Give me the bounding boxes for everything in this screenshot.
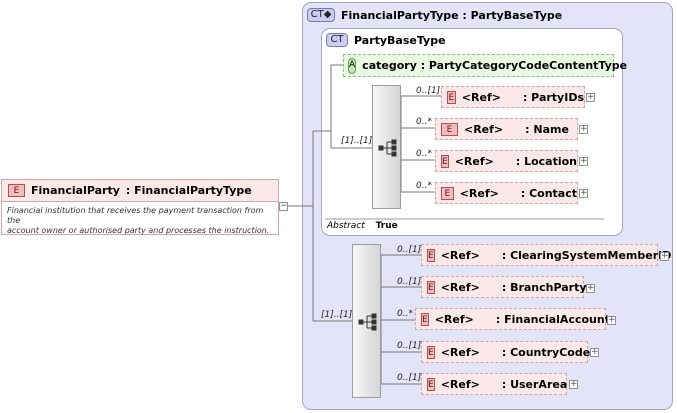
element-country-code[interactable]: E <Ref> : CountryCode bbox=[421, 341, 591, 363]
collapse-icon[interactable]: − bbox=[279, 201, 288, 211]
complex-type-badge: CT bbox=[326, 33, 348, 47]
element-badge: E bbox=[421, 312, 429, 326]
element-branch-party[interactable]: E <Ref> : BranchParty bbox=[421, 276, 587, 298]
element-name-label: : CountryCode bbox=[501, 345, 591, 359]
description-line: Financial institution that receives the … bbox=[7, 206, 264, 225]
root-element-name: FinancialParty bbox=[31, 184, 120, 197]
element-ref: <Ref> bbox=[440, 345, 480, 359]
inner-sequence[interactable] bbox=[372, 85, 401, 209]
element-badge: E bbox=[427, 345, 435, 359]
element-cardinality: 0..[1] bbox=[397, 245, 422, 255]
element-name-label: : Contact bbox=[520, 186, 577, 200]
element-cardinality: 0..[1] bbox=[397, 373, 422, 383]
element-name: : PartyIDs bbox=[522, 90, 584, 104]
element-badge: E bbox=[441, 122, 458, 136]
element-ref: <Ref> bbox=[440, 377, 480, 391]
element-financial-account[interactable]: E <Ref> : FinancialAccount bbox=[415, 308, 610, 330]
element-badge: E bbox=[427, 280, 435, 294]
abstract-label: Abstract bbox=[327, 221, 365, 231]
element-cardinality: 0..* bbox=[416, 181, 432, 191]
element-badge: E bbox=[8, 184, 25, 197]
inner-type-header: CT PartyBaseType bbox=[326, 33, 446, 47]
outer-type-header: CT◆ FinancialPartyType : PartyBaseType bbox=[307, 8, 562, 22]
element-name-label: : Location bbox=[515, 154, 577, 168]
element-cardinality: 0..[1] bbox=[397, 341, 422, 351]
inner-sequence-cardinality: [1]..[1] bbox=[341, 136, 373, 146]
element-name[interactable]: E <Ref> : Name bbox=[435, 118, 578, 140]
expand-arrow-icon: ◆ bbox=[323, 9, 332, 20]
element-badge: E bbox=[441, 186, 454, 200]
expand-icon[interactable]: + bbox=[607, 315, 616, 325]
inner-type-title: PartyBaseType bbox=[354, 33, 446, 47]
element-ref: <Ref> bbox=[459, 186, 499, 200]
expand-icon[interactable]: + bbox=[579, 188, 588, 198]
outer-type-title: FinancialPartyType : PartyBaseType bbox=[341, 8, 563, 22]
element-badge: E bbox=[441, 154, 449, 168]
element-contact[interactable]: E <Ref> : Contact bbox=[435, 182, 578, 204]
element-ref: <Ref> bbox=[440, 280, 480, 294]
outer-sequence[interactable] bbox=[352, 244, 381, 398]
financial-party-element[interactable]: E FinancialParty : FinancialPartyType Fi… bbox=[1, 179, 279, 235]
element-cardinality: 0..[1] bbox=[397, 277, 422, 287]
root-element-header: E FinancialParty : FinancialPartyType bbox=[2, 180, 278, 202]
element-badge: E bbox=[427, 377, 435, 391]
element-user-area[interactable]: E <Ref> : UserArea bbox=[421, 373, 567, 395]
element-cardinality: 0..* bbox=[416, 117, 432, 127]
expand-icon[interactable]: + bbox=[590, 347, 599, 357]
abstract-value: True bbox=[375, 221, 398, 231]
element-cardinality: 0..* bbox=[397, 309, 413, 319]
element-name-label: : UserArea bbox=[501, 377, 568, 391]
attribute-badge: A bbox=[348, 57, 357, 74]
element-ref: <Ref> bbox=[434, 312, 474, 326]
element-name-label: : ClearingSystemMemberID bbox=[501, 248, 672, 262]
element-ref: <Ref> bbox=[440, 248, 480, 262]
complex-type-badge: CT◆ bbox=[307, 8, 335, 22]
outer-sequence-cardinality: [1]..[1] bbox=[321, 310, 353, 320]
category-attribute[interactable]: A category : PartyCategoryCodeContentTyp… bbox=[343, 54, 627, 77]
expand-icon[interactable]: + bbox=[586, 283, 595, 293]
expand-icon[interactable]: + bbox=[579, 156, 588, 166]
root-element-type: : FinancialPartyType bbox=[125, 184, 252, 197]
expand-icon[interactable]: + bbox=[586, 92, 595, 102]
description-line: account owner or authorised party and pr… bbox=[7, 226, 270, 235]
element-name-label: : FinancialAccount bbox=[495, 312, 610, 326]
element-ref: <Ref> bbox=[454, 154, 494, 168]
element-ref: <Ref> bbox=[464, 122, 504, 136]
element-cardinality: 0..[1] bbox=[416, 86, 441, 96]
element-clearing-system-member-id[interactable]: E <Ref> : ClearingSystemMemberID bbox=[421, 244, 671, 266]
root-element-description: Financial institution that receives the … bbox=[2, 202, 278, 236]
element-cardinality: 0..* bbox=[416, 149, 432, 159]
element-party-ids[interactable]: E <Ref> : PartyIDs bbox=[441, 86, 585, 108]
element-badge: E bbox=[427, 248, 435, 262]
element-location[interactable]: E <Ref> : Location bbox=[435, 150, 578, 172]
sequence-icon bbox=[378, 139, 397, 157]
element-name-label: : BranchParty bbox=[501, 280, 587, 294]
attribute-text: category : PartyCategoryCodeContentType bbox=[362, 59, 628, 72]
element-badge: E bbox=[447, 90, 456, 104]
element-ref: <Ref> bbox=[461, 90, 501, 104]
expand-icon[interactable]: + bbox=[569, 379, 578, 389]
expand-icon[interactable]: + bbox=[579, 124, 588, 134]
expand-icon[interactable]: + bbox=[660, 251, 669, 261]
sequence-icon bbox=[358, 313, 377, 331]
abstract-property: Abstract True bbox=[327, 221, 398, 231]
element-name-label: : Name bbox=[525, 122, 569, 136]
